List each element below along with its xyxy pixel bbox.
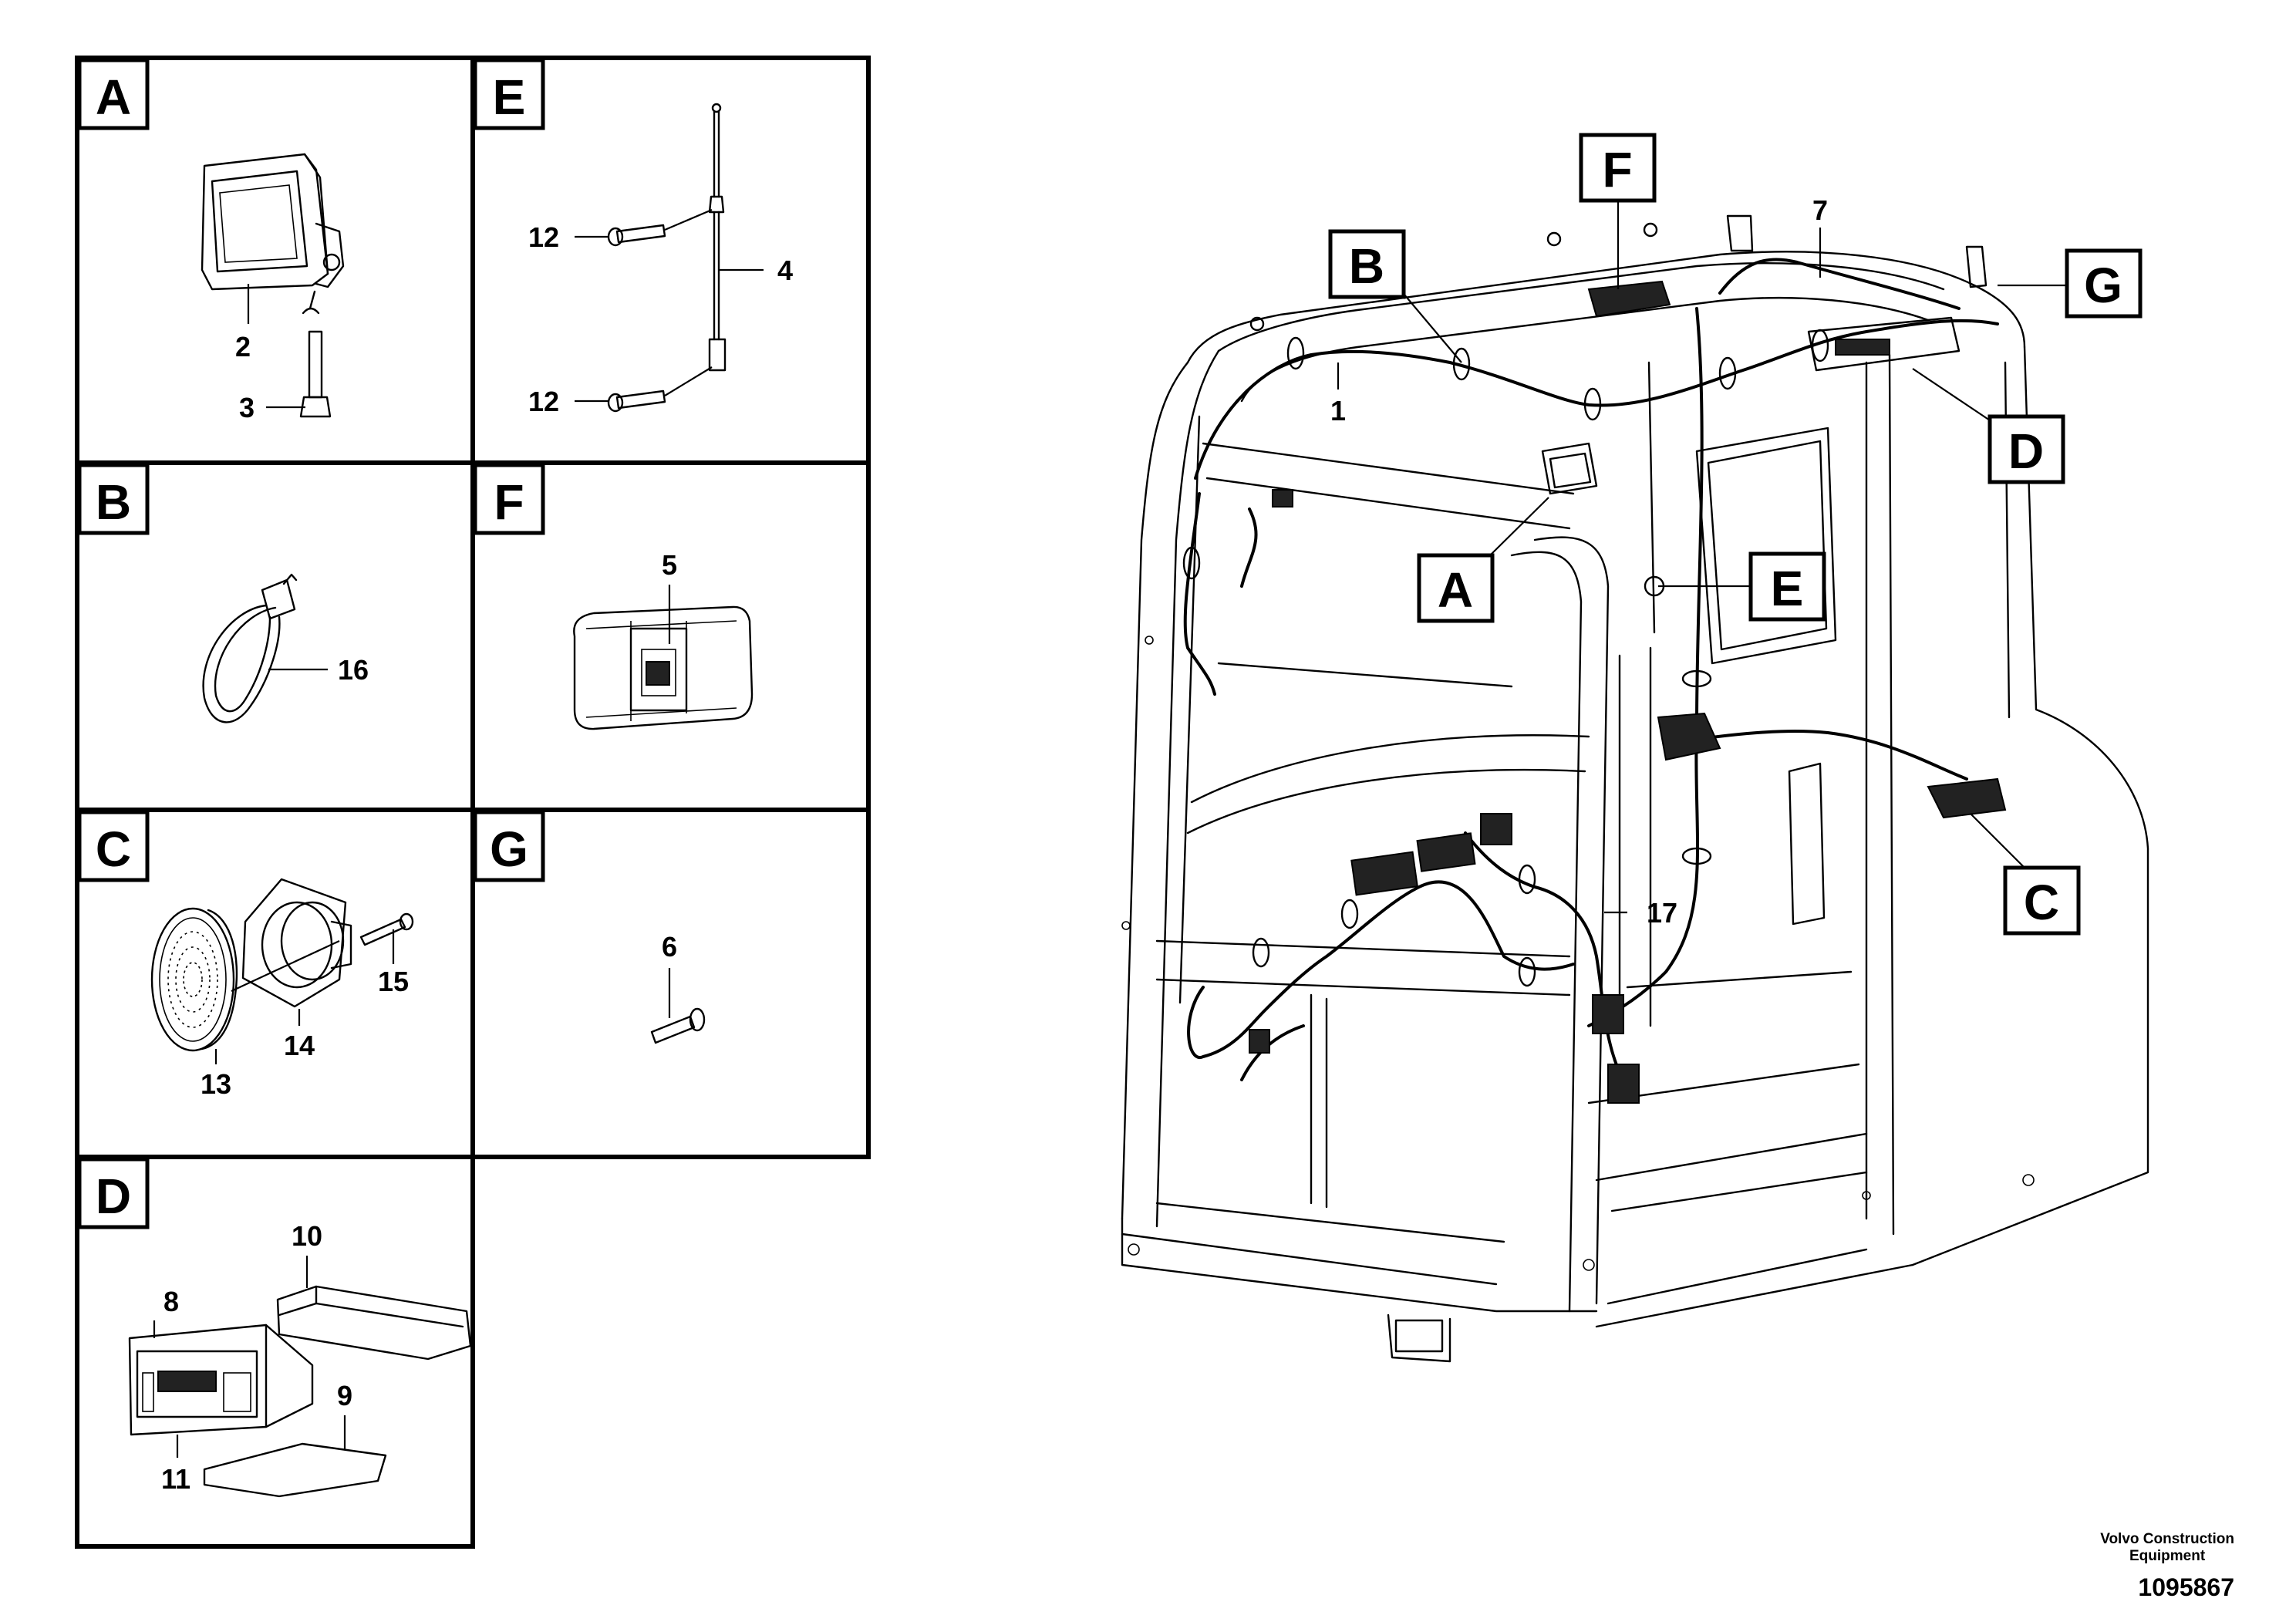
part-label-8: 8 [164,1286,179,1317]
part-label-15: 15 [378,966,409,997]
part-label-10: 10 [292,1220,322,1252]
part-label-13: 13 [201,1068,231,1100]
detail-panels: A E B F C G D [75,56,871,1549]
panel-e-leaders: 12 4 12 [528,221,793,417]
part-label-6: 6 [662,931,677,963]
panel-g-tag [473,810,545,882]
panel-g-leaders: 6 [662,931,677,1018]
panel-c-tag [77,810,150,882]
panel-d-radio [128,1256,472,1498]
panel-f-leaders: 5 [662,549,677,644]
part-label-12-lower: 12 [528,386,559,417]
panel-e-antenna [607,103,727,413]
callout-b-letter: B [1349,238,1384,294]
panel-c-speaker [150,878,414,1052]
company-line-2: Equipment [2129,1548,2206,1564]
callout-c-box [2003,865,2081,936]
panel-c-letter: C [96,821,131,877]
part-label-4: 4 [777,255,793,286]
wiring-harness [1182,258,1999,1104]
part-label-5: 5 [662,549,677,581]
callout-e-box [1748,551,1826,622]
part-label-9: 9 [337,1380,352,1411]
panel-d-letter: D [96,1168,131,1224]
callout-f-letter: F [1602,142,1632,197]
part-label-1: 1 [1330,395,1346,427]
panel-f-tag [473,463,545,535]
panel-b-letter: B [96,474,131,530]
panel-g-bolt [650,1007,706,1044]
panel-c-leaders: 15 14 13 [201,929,409,1100]
panel-d-tag [77,1157,150,1229]
part-label-14: 14 [284,1030,315,1061]
drawing-number: 1095867 [2138,1573,2234,1601]
company-line-1: Volvo Construction [2100,1531,2234,1547]
panel-b-leaders: 16 [268,654,369,686]
part-label-17: 17 [1647,897,1677,929]
callout-e-letter: E [1771,561,1804,616]
callout-b-box [1328,229,1406,299]
part-label-16: 16 [338,654,369,686]
panel-a-leaders: 2 3 [235,284,305,423]
part-label-12-upper: 12 [528,221,559,253]
panel-b-cable-tie [202,573,298,723]
cab-illustration [1121,222,2149,1363]
callout-a-letter: A [1438,562,1473,618]
callout-g-box [2065,248,2143,319]
company-name: Volvo Construction Equipment [2100,1531,2234,1565]
panel-d-frame [75,1155,475,1549]
callout-d-box [1988,414,2065,484]
panel-f-letter: F [494,474,524,530]
callout-f-box [1579,133,1657,203]
callout-c-letter: C [2024,875,2059,930]
cab-components [1541,214,2007,819]
panel-g-frame [470,808,871,1159]
main-callouts: F B G D A E C 7 1 17 [1328,133,2143,936]
panel-f-interior-lamp [573,605,754,730]
panel-d-labels: 10 8 9 11 [161,1220,352,1495]
panel-a-tag [77,58,150,130]
part-label-3: 3 [239,392,255,423]
part-label-2: 2 [235,331,251,363]
callout-d-letter: D [2008,423,2044,479]
panel-b-tag [77,463,150,535]
panel-a-work-lamp [201,153,345,418]
panel-e-tag [473,58,545,130]
callout-g-letter: G [2084,258,2122,313]
panel-a-letter: A [96,69,131,125]
part-label-11: 11 [161,1463,190,1495]
part-label-7: 7 [1812,194,1828,226]
panel-g-letter: G [490,821,528,877]
panel-e-letter: E [493,69,526,125]
callout-a-box [1417,553,1495,623]
